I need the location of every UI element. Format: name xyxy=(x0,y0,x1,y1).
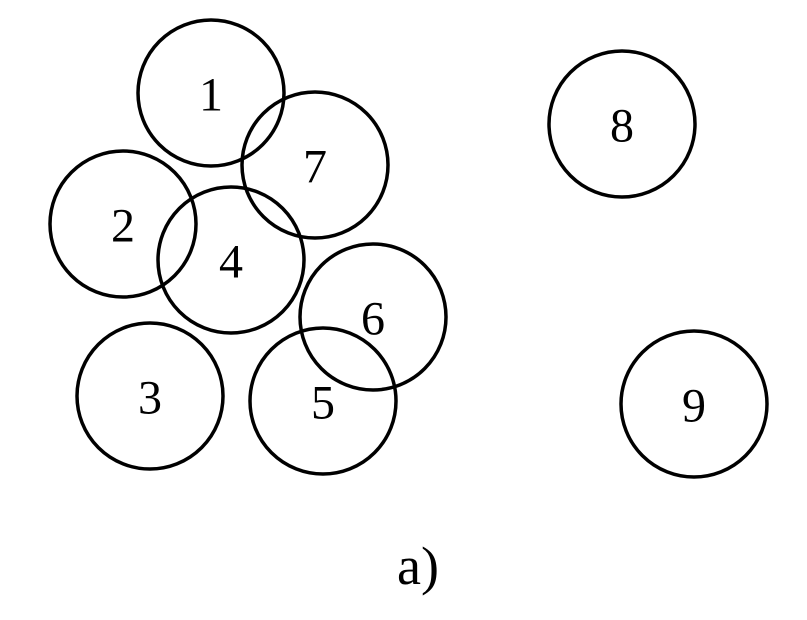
disk-label-6: 6 xyxy=(361,293,385,346)
disk-label-8: 8 xyxy=(610,100,634,153)
disk-label-7: 7 xyxy=(303,141,327,194)
disk-label-9: 9 xyxy=(682,380,706,433)
disk-label-4: 4 xyxy=(219,236,243,289)
disk-circle-1 xyxy=(136,18,286,168)
disk-6: 6 xyxy=(298,242,448,392)
disk-circle-7 xyxy=(240,90,390,240)
disk-1: 1 xyxy=(136,18,286,168)
disk-circle-9 xyxy=(619,329,769,479)
disk-label-2: 2 xyxy=(111,200,135,253)
disk-8: 8 xyxy=(547,49,697,199)
disk-2: 2 xyxy=(48,149,198,299)
disk-circle-2 xyxy=(48,149,198,299)
disk-group: 1 2 3 4 56 7 8 9 xyxy=(48,18,769,479)
disk-circle-6 xyxy=(298,242,448,392)
disk-4: 4 xyxy=(156,185,306,335)
disk-circle-5 xyxy=(248,326,398,476)
disk-label-1: 1 xyxy=(199,69,223,122)
disk-circle-4 xyxy=(156,185,306,335)
disk-circle-8 xyxy=(547,49,697,199)
disk-5: 5 xyxy=(248,326,398,476)
figure-caption: a) xyxy=(397,536,439,596)
disk-circle-3 xyxy=(75,321,225,471)
disk-label-3: 3 xyxy=(138,372,162,425)
disk-label-5: 5 xyxy=(311,377,335,430)
disk-9: 9 xyxy=(619,329,769,479)
disk-3: 3 xyxy=(75,321,225,471)
disk-7: 7 xyxy=(240,90,390,240)
